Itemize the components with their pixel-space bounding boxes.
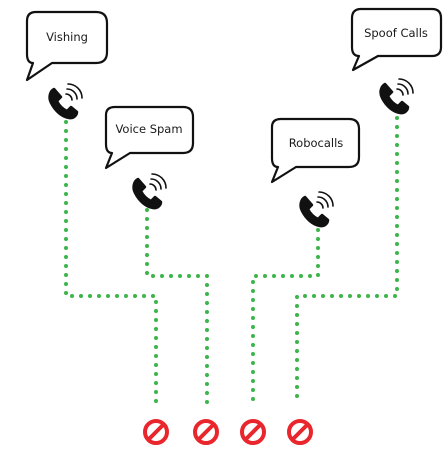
connector-voice-spam (145, 208, 209, 406)
bubble-label-spoof-calls: Spoof Calls (364, 26, 428, 40)
speech-bubble-spoof-calls: Spoof Calls (350, 7, 443, 72)
no-entry-icon (143, 419, 169, 445)
no-entry-icon (240, 419, 266, 445)
no-entry-icon (193, 419, 219, 445)
phone-ringing-icon (132, 172, 168, 210)
phone-ringing-icon (299, 190, 335, 228)
connector-spoof-calls (295, 116, 399, 406)
speech-bubble-robocalls: Robocalls (270, 117, 361, 184)
no-entry-icon (287, 419, 313, 445)
bubble-label-robocalls: Robocalls (289, 136, 344, 150)
connector-robocalls (251, 228, 320, 406)
bubble-label-vishing: Vishing (46, 30, 88, 44)
phone-ringing-icon (48, 82, 84, 120)
connector-lines (64, 116, 399, 406)
bubble-label-voice-spam: Voice Spam (115, 122, 182, 136)
phone-ringing-icon (379, 77, 415, 115)
speech-bubble-voice-spam: Voice Spam (104, 105, 195, 170)
speech-bubble-vishing: Vishing (25, 10, 109, 82)
